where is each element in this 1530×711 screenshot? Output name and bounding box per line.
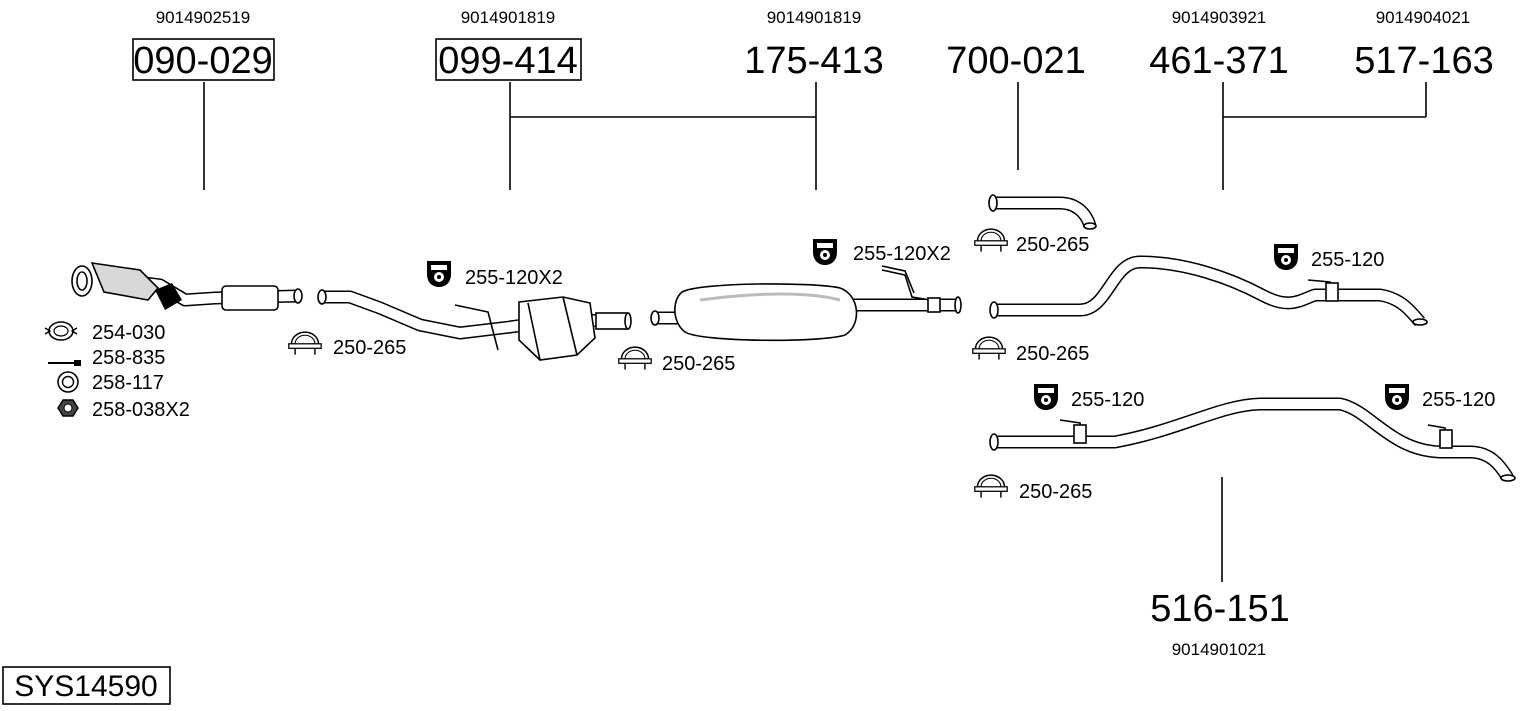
part-number-461-371[interactable]: 461-371	[1149, 40, 1288, 82]
part-number-090-029[interactable]: 090-029	[133, 40, 272, 82]
accessory-label-255-120-b: 255-120	[1071, 389, 1144, 411]
accessory-hanger-255-120-a: 255-120	[1274, 244, 1384, 271]
accessory-label-255-120X2-a: 255-120X2	[465, 267, 563, 289]
accessory-label-250-265-e: 250-265	[1019, 481, 1092, 503]
accessory-hanger-255-120X2-b: 255-120X2	[813, 239, 951, 265]
part-number-516-151[interactable]: 516-151	[1150, 588, 1289, 630]
rubber-hanger-icon	[813, 239, 837, 265]
clamp-icon	[974, 474, 1008, 499]
accessory-clamp-250-265-e: 250-265	[974, 474, 1092, 503]
part-group-099-414[interactable]: 9014901819 099-414	[435, 8, 582, 190]
boxed-frame-090-029	[132, 38, 275, 81]
accessory-label-250-265-c: 250-265	[1016, 234, 1089, 256]
clamp-icon	[44, 321, 78, 341]
accessory-label-250-265-b: 250-265	[662, 353, 735, 375]
part-number-099-414[interactable]: 099-414	[438, 40, 577, 82]
accessory-label-258-835: 258-835	[92, 347, 165, 369]
part-group-175-413[interactable]: 9014901819 175-413	[510, 8, 884, 190]
rubber-hanger-icon	[1034, 384, 1058, 410]
rubber-hanger-icon	[1385, 384, 1409, 410]
system-label-text: SYS14590	[14, 670, 157, 703]
part-group-461-371[interactable]: 9014903921 461-371	[1149, 8, 1289, 190]
oe-number-099-414: 9014901819	[461, 8, 556, 27]
oe-number-090-029: 9014902519	[156, 8, 251, 27]
part-group-516-151[interactable]: 516-151 9014901021	[1150, 477, 1290, 659]
accessory-label-254-030: 254-030	[92, 322, 165, 344]
part-group-090-029[interactable]: 9014902519 090-029	[132, 8, 275, 190]
system-label-frame	[2, 666, 171, 705]
accessory-clamp-250-265-b: 250-265	[618, 346, 735, 375]
accessory-label-255-120-c: 255-120	[1422, 389, 1495, 411]
clamp-icon	[972, 336, 1006, 361]
accessory-clamp-250-265-c: 250-265	[974, 228, 1089, 256]
oe-number-517-163: 9014904021	[1376, 8, 1471, 27]
accessory-clamp-250-265-a: 250-265	[288, 331, 406, 359]
rubber-hanger-icon	[427, 261, 451, 287]
accessory-label-250-265-a: 250-265	[333, 337, 406, 359]
nut-icon	[57, 399, 79, 417]
accessory-hanger-255-120X2-a: 255-120X2	[427, 261, 563, 289]
accessory-hanger-255-120-b: 255-120	[1034, 384, 1144, 411]
clamp-icon	[618, 346, 652, 371]
tail-pipe-lower-drawing[interactable]	[989, 397, 1516, 482]
accessory-clamp-250-265-d: 250-265	[972, 336, 1089, 365]
accessory-list-front: 254-030 258-835 258-117 258-038X2	[44, 321, 190, 421]
oe-number-175-413: 9014901819	[767, 8, 862, 27]
connecting-pipe-drawing[interactable]	[988, 194, 1097, 230]
ring-gasket-icon	[57, 371, 79, 393]
system-label: SYS14590	[2, 666, 171, 705]
oe-number-516-151: 9014901021	[1172, 640, 1267, 659]
boxed-frame-099-414	[435, 38, 582, 81]
accessory-label-255-120X2-b: 255-120X2	[853, 243, 951, 265]
oe-number-461-371: 9014903921	[1172, 8, 1267, 27]
accessory-label-255-120-a: 255-120	[1311, 249, 1384, 271]
accessory-hanger-255-120-c: 255-120	[1385, 384, 1495, 411]
part-group-517-163[interactable]: 9014904021 517-163	[1223, 8, 1494, 118]
part-number-517-163[interactable]: 517-163	[1354, 40, 1493, 82]
bolt-icon	[48, 360, 81, 366]
part-number-700-021[interactable]: 700-021	[946, 40, 1085, 82]
front-pipe-drawing[interactable]	[71, 262, 303, 311]
part-number-175-413[interactable]: 175-413	[744, 40, 883, 82]
accessory-label-258-038X2: 258-038X2	[92, 399, 190, 421]
accessory-label-250-265-d: 250-265	[1016, 343, 1089, 365]
centre-silencer-drawing[interactable]	[650, 265, 962, 342]
rubber-hanger-icon	[1274, 244, 1298, 270]
clamp-icon	[288, 331, 322, 356]
accessory-label-258-117: 258-117	[92, 372, 164, 394]
catalytic-converter-drawing[interactable]	[317, 289, 632, 361]
clamp-icon	[974, 228, 1008, 253]
part-group-700-021[interactable]: 700-021	[946, 40, 1086, 170]
tail-pipe-upper-drawing[interactable]	[989, 255, 1428, 327]
